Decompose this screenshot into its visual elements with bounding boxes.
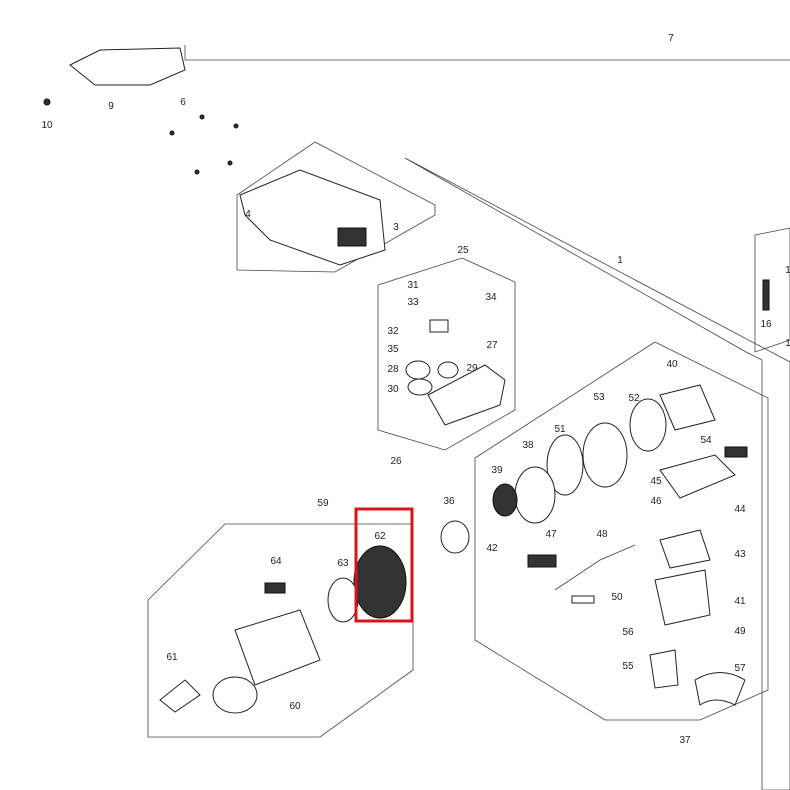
- label-43: 43: [734, 549, 746, 560]
- label-47: 47: [545, 529, 557, 540]
- part-64: [264, 582, 286, 594]
- label-32: 32: [387, 326, 399, 337]
- label-25: 25: [457, 245, 469, 256]
- label-56: 56: [622, 627, 634, 638]
- label-34: 34: [485, 292, 497, 303]
- part-32: [429, 319, 449, 333]
- label-49: 49: [734, 626, 746, 637]
- label-1: 1: [617, 255, 623, 266]
- part-47: [527, 554, 557, 568]
- label-52: 52: [628, 393, 640, 404]
- label-42: 42: [486, 543, 498, 554]
- label-16: 16: [760, 319, 772, 330]
- group-16-box: [754, 227, 790, 353]
- label-4: 4: [245, 209, 251, 220]
- label-10: 10: [41, 120, 53, 131]
- part-52-ring: [629, 398, 667, 452]
- label-64: 64: [270, 556, 282, 567]
- part-62-filter: [353, 545, 407, 619]
- part-60-cup: [234, 609, 321, 686]
- label-50: 50: [611, 592, 623, 603]
- label-27: 27: [486, 340, 498, 351]
- part-38-housing: [514, 466, 556, 524]
- label-61: 61: [166, 652, 178, 663]
- highlight-box-part-62[interactable]: [354, 507, 414, 623]
- label-46: 46: [650, 496, 662, 507]
- part-3-grille: [337, 227, 367, 247]
- label-51: 51: [554, 424, 566, 435]
- group-1-edge: [404, 157, 790, 790]
- part-40-frame: [659, 384, 716, 431]
- label-40: 40: [666, 359, 678, 370]
- label-6: 6: [180, 97, 186, 108]
- label-9: 9: [108, 101, 114, 112]
- label-44: 44: [734, 504, 746, 515]
- label-edge-b: 1: [785, 338, 790, 349]
- part-51-ring: [546, 434, 584, 496]
- label-7: 7: [668, 33, 674, 44]
- label-37: 37: [679, 735, 691, 746]
- label-35: 35: [387, 344, 399, 355]
- label-54: 54: [700, 435, 712, 446]
- part-61: [159, 679, 201, 713]
- label-45: 45: [650, 476, 662, 487]
- part-29: [437, 361, 459, 379]
- part-43: [659, 529, 711, 569]
- part-45-board: [659, 454, 736, 499]
- label-48: 48: [596, 529, 608, 540]
- part-16: [762, 279, 770, 311]
- label-55: 55: [622, 661, 634, 672]
- part-6-screws: [169, 114, 239, 175]
- group-25-box: [377, 257, 516, 451]
- label-63: 63: [337, 558, 349, 569]
- part-41-case: [654, 569, 711, 626]
- part-57: [694, 672, 746, 706]
- label-39: 39: [491, 465, 503, 476]
- part-10-screw: [43, 98, 51, 106]
- label-53: 53: [593, 392, 605, 403]
- part-63-ring: [327, 577, 359, 623]
- label-3: 3: [393, 222, 399, 233]
- part-53-stator: [582, 422, 628, 488]
- part-28: [405, 360, 431, 380]
- part-48-wire: [554, 544, 636, 591]
- group-3-box: [236, 141, 436, 273]
- label-26: 26: [390, 456, 402, 467]
- part-labels: 7 9 10 6 4 3 25 31 33 34 32 35 27 28 29 …: [41, 33, 790, 746]
- label-31: 31: [407, 280, 419, 291]
- label-38: 38: [522, 440, 534, 451]
- label-59: 59: [317, 498, 329, 509]
- label-29: 29: [466, 363, 478, 374]
- part-36-disc: [440, 520, 470, 554]
- part-27-body: [427, 364, 506, 426]
- parts: [43, 47, 770, 714]
- part-55: [649, 649, 679, 689]
- group-37-box: [474, 341, 769, 721]
- label-33: 33: [407, 297, 419, 308]
- label-28: 28: [387, 364, 399, 375]
- part-39-fan: [492, 483, 518, 517]
- label-edge-a: 1: [785, 265, 790, 276]
- label-62: 62: [374, 531, 386, 542]
- part-9-plate: [69, 47, 186, 86]
- part-60-lid: [212, 676, 258, 714]
- part-30: [407, 378, 433, 396]
- label-41: 41: [734, 596, 746, 607]
- label-36: 36: [443, 496, 455, 507]
- part-3-housing: [239, 169, 386, 266]
- part-50: [571, 595, 595, 604]
- part-54-connector: [724, 446, 748, 458]
- label-57: 57: [734, 663, 746, 674]
- label-30: 30: [387, 384, 399, 395]
- label-60: 60: [289, 701, 301, 712]
